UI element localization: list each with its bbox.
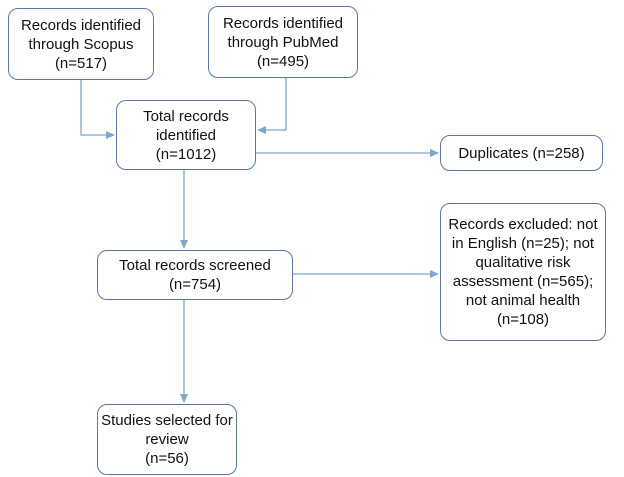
duplicates-box: Duplicates (n=258) [440, 135, 603, 171]
box-text-line: through PubMed [227, 33, 339, 51]
box-text-line: (n=495) [256, 52, 310, 70]
box-text-line: (n=754) [168, 276, 222, 293]
box-text-line: qualitative risk [475, 254, 571, 271]
total-records-box: Total records identified (n=1012) [116, 100, 256, 170]
box-text-line: Records identified [222, 14, 344, 32]
box-text-line: (n=1012) [155, 145, 217, 163]
connector-scopus-to-total [80, 80, 115, 139]
records-scopus-box: Records identified through Scopus (n=517… [8, 8, 154, 80]
records-excluded-box: Records excluded: not in English (n=25);… [440, 203, 606, 341]
box-text-line: not animal health [465, 292, 581, 309]
records-pubmed-box: Records identified through PubMed (n=495… [208, 6, 358, 78]
records-screened-box: Total records screened (n=754) [97, 250, 293, 300]
box-text-line: Duplicates (n=258) [458, 144, 585, 162]
box-text-line: (n=517) [54, 54, 108, 72]
box-text-line: Records excluded: not [448, 216, 598, 233]
connector-pubmed-to-total [257, 78, 287, 134]
box-text-line: through Scopus [28, 35, 134, 53]
box-text-line: (n=56) [145, 450, 189, 467]
box-text-line: identified [155, 126, 217, 144]
box-text-line: assessment (n=565); [452, 273, 594, 290]
box-text-line: Records identified [20, 16, 142, 34]
box-text-line: in English (n=25); not [451, 235, 595, 252]
box-text-line: Studies selected for [101, 412, 233, 429]
box-text-line: Total records [143, 107, 229, 125]
box-text-line: (n=108) [496, 311, 550, 328]
box-text-line: Total records screened [119, 257, 271, 274]
box-text-line: review [145, 431, 189, 448]
studies-selected-box: Studies selected for review (n=56) [97, 404, 237, 475]
